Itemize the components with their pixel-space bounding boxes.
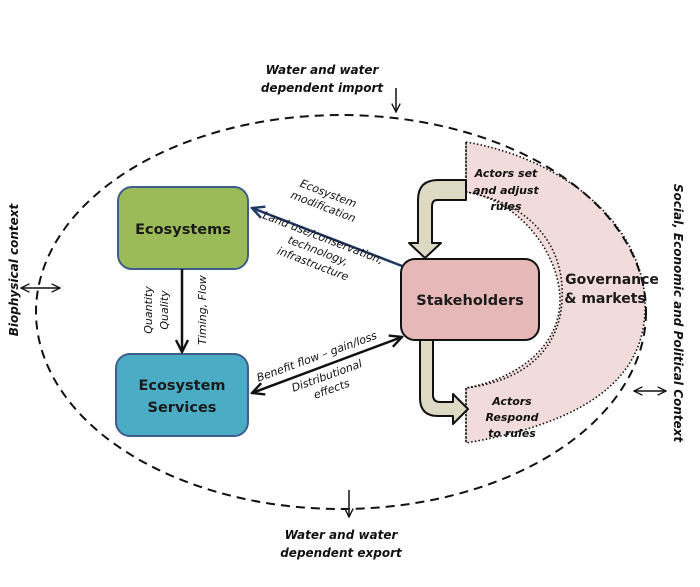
governance-inner-arc xyxy=(465,191,564,389)
respond-right-block-arrow xyxy=(419,339,469,425)
import-label-line2: dependent import xyxy=(261,81,385,95)
actors-set-label-line1: Actors set xyxy=(474,167,538,180)
system-boundary-ellipse xyxy=(35,114,647,510)
timing-flow-label: Timing, Flow xyxy=(196,275,209,345)
import-label-line1: Water and water xyxy=(266,63,380,77)
export-label-line1: Water and water xyxy=(285,528,399,542)
actors-respond-label-line2: Respond xyxy=(485,411,538,424)
export-label-line2: dependent export xyxy=(280,546,403,560)
quality-label: Quality xyxy=(158,290,171,330)
benefit-flow-arrow xyxy=(252,337,402,393)
stakeholders-label: Stakeholders xyxy=(416,293,524,309)
ecosystem-modification-arrow xyxy=(252,208,403,268)
governance-crescent xyxy=(465,141,646,444)
rules-down-block-arrow xyxy=(408,179,467,259)
social-context-label: Social, Economic and Political Context xyxy=(671,184,685,444)
ecosystem-services-label-line2: Services xyxy=(148,400,217,416)
ecosystem-services-node[interactable]: Ecosystem Services xyxy=(115,353,249,437)
actors-set-label-line3: rules xyxy=(490,200,521,213)
actors-respond-label-line3: to rules xyxy=(488,427,536,440)
ecosystems-label: Ecosystems xyxy=(135,222,231,238)
ecosystem-services-label-line1: Ecosystem xyxy=(138,378,225,394)
governance-label-line1: Governance xyxy=(565,272,659,288)
governance-label-line2: & markets xyxy=(564,291,645,307)
stakeholders-node[interactable]: Stakeholders xyxy=(400,258,540,341)
biophysical-context-label: Biophysical context xyxy=(7,203,21,337)
actors-set-label-line2: and adjust xyxy=(473,184,539,197)
quantity-label: Quantity xyxy=(142,286,155,334)
ecosystems-node[interactable]: Ecosystems xyxy=(117,186,249,270)
actors-respond-label-line1: Actors xyxy=(491,395,532,408)
